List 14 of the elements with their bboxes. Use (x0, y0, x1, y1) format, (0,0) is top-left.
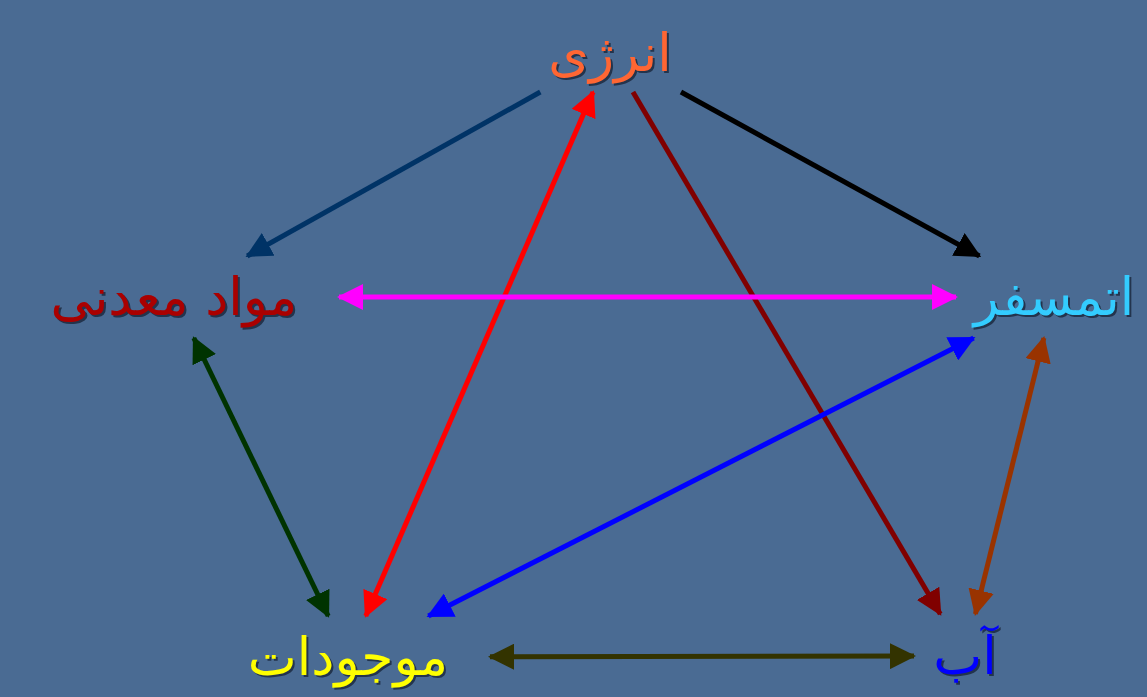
node-label: موجودات (212, 622, 484, 692)
node-label: اتمسفر (962, 262, 1146, 332)
arrow (245, 89, 542, 259)
arrow (337, 284, 958, 310)
arrow (968, 336, 1051, 616)
arrow (488, 643, 916, 670)
node-label: انرژی (520, 20, 700, 86)
node-label: آب (920, 620, 1010, 692)
arrow (630, 90, 943, 616)
arrow (363, 90, 596, 618)
arrow (426, 335, 976, 619)
node-label: مواد معدنی (15, 262, 333, 332)
arrow (679, 89, 982, 259)
arrow (191, 336, 331, 618)
